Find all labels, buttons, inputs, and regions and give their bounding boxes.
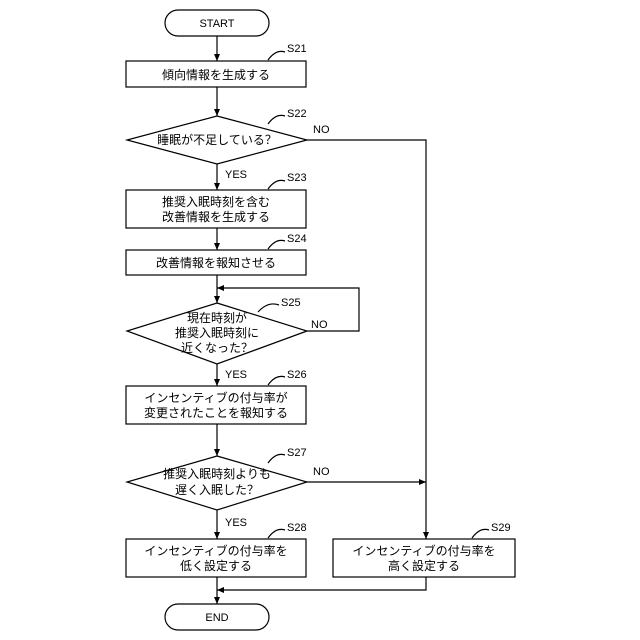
step-id-s29: S29 bbox=[491, 522, 511, 534]
yes-label-s27: YES bbox=[225, 517, 247, 529]
step-id-s22: S22 bbox=[287, 108, 307, 120]
decision-s27-text-2: 遅く入眠した？ bbox=[175, 483, 259, 497]
end-label: END bbox=[205, 612, 228, 624]
process-s28-text-1: インセンティブの付与率を bbox=[144, 543, 287, 558]
no-label-s25: NO bbox=[311, 319, 328, 331]
step-id-s26: S26 bbox=[287, 369, 307, 381]
step-id-s27: S27 bbox=[287, 447, 307, 459]
process-s26-text-2: 変更されたことを報知する bbox=[144, 405, 288, 420]
process-s21-text: 傾向情報を生成する bbox=[162, 67, 270, 82]
process-s26-text-1: インセンティブの付与率が bbox=[144, 390, 287, 405]
yes-label-s25: YES bbox=[225, 369, 247, 381]
decision-s27-text-1: 推奨入眠時刻よりも bbox=[163, 467, 271, 481]
process-s28-text-2: 低く設定する bbox=[180, 558, 252, 573]
step-id-s21: S21 bbox=[287, 43, 307, 55]
process-s29-text-1: インセンティブの付与率を bbox=[352, 543, 495, 558]
process-s23-text-2: 改善情報を生成する bbox=[162, 209, 270, 224]
yes-label-s22: YES bbox=[225, 169, 247, 181]
step-id-s23: S23 bbox=[287, 172, 307, 184]
decision-s22-text: 睡眠が不足している？ bbox=[157, 132, 277, 147]
start-label: START bbox=[199, 18, 234, 30]
step-id-s25: S25 bbox=[281, 297, 301, 309]
no-label-s27: NO bbox=[313, 466, 330, 478]
step-id-s28: S28 bbox=[287, 522, 307, 534]
process-s29-text-2: 高く設定する bbox=[388, 558, 460, 573]
no-label-s22: NO bbox=[313, 124, 330, 136]
decision-s25-text-1: 現在時刻が bbox=[187, 310, 247, 325]
decision-s25-text-2: 推奨入眠時刻に bbox=[175, 326, 259, 340]
decision-s25-text-3: 近くなった？ bbox=[181, 341, 253, 355]
process-s24-text: 改善情報を報知させる bbox=[156, 255, 276, 270]
step-id-s24: S24 bbox=[287, 233, 307, 245]
process-s23-text-1: 推奨入眠時刻を含む bbox=[162, 194, 270, 209]
